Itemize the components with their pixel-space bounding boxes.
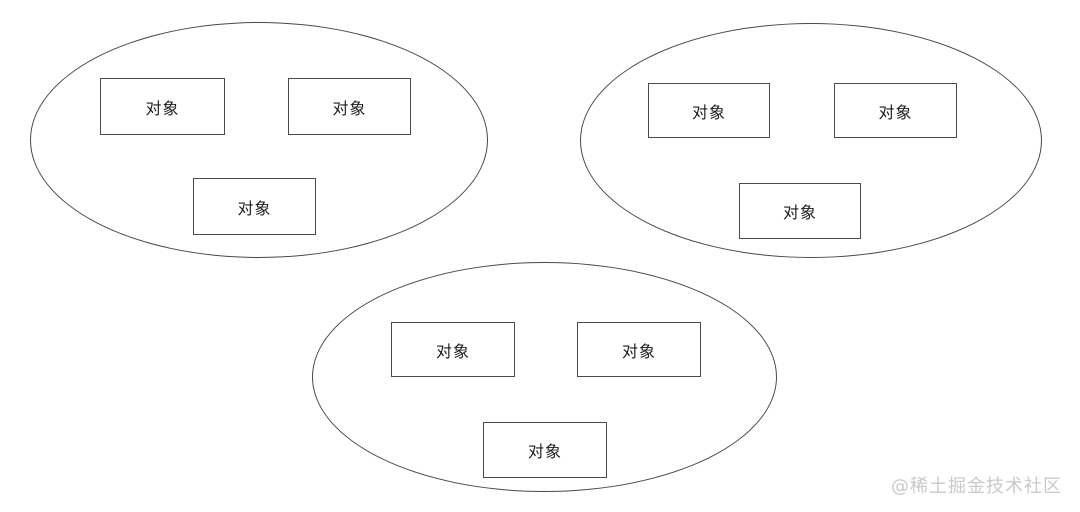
object-box: 对象	[577, 322, 701, 377]
object-box: 对象	[483, 422, 607, 478]
object-box: 对象	[739, 183, 861, 239]
watermark-text: @稀土掘金技术社区	[891, 476, 1062, 497]
object-box: 对象	[391, 322, 515, 377]
object-box: 对象	[648, 83, 770, 138]
object-box: 对象	[100, 78, 225, 135]
object-box: 对象	[288, 78, 411, 135]
object-box: 对象	[193, 178, 316, 235]
object-box: 对象	[834, 83, 957, 138]
group-ellipse-3	[312, 262, 777, 492]
